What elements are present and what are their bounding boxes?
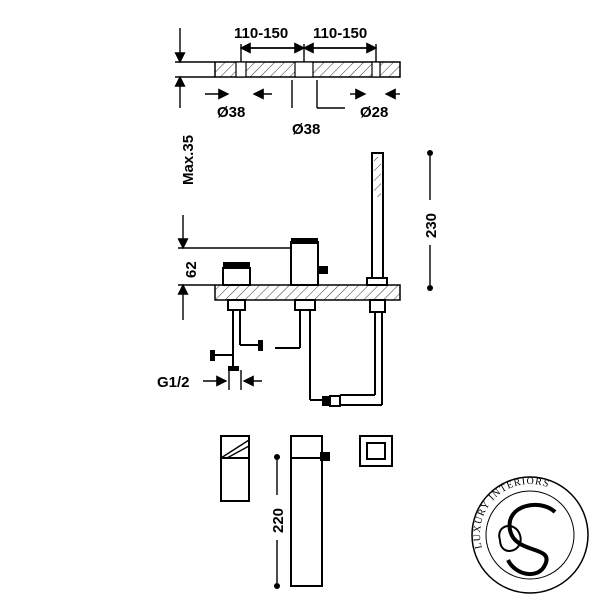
top-deck-section xyxy=(205,42,401,109)
logo-text-path: LUXURY INTERIORS xyxy=(472,476,550,550)
height-230-dimension xyxy=(427,150,433,291)
front-view xyxy=(220,435,393,587)
logo-text: LUXURY INTERIORS xyxy=(472,476,551,550)
dim-thread: G1/2 xyxy=(157,374,190,391)
dim-dia-center: Ø38 xyxy=(292,121,320,138)
dim-dia-left: Ø38 xyxy=(217,104,245,121)
dim-max-deck: Max.35 xyxy=(180,135,197,185)
dim-height-220: 220 xyxy=(270,508,287,533)
dim-height-62: 62 xyxy=(183,261,200,278)
height-62-dimension xyxy=(177,215,290,320)
height-220-dimension xyxy=(274,454,280,589)
dim-top-right-spacing: 110-150 xyxy=(313,25,367,42)
brand-logo: LUXURY INTERIORS xyxy=(471,476,589,594)
side-elevation xyxy=(210,152,401,407)
max-deck-dimension xyxy=(174,28,215,108)
dim-height-230: 230 xyxy=(423,213,440,238)
dim-top-left-spacing: 110-150 xyxy=(234,25,288,42)
thread-dimension xyxy=(203,370,262,390)
dim-dia-right: Ø28 xyxy=(360,104,388,121)
